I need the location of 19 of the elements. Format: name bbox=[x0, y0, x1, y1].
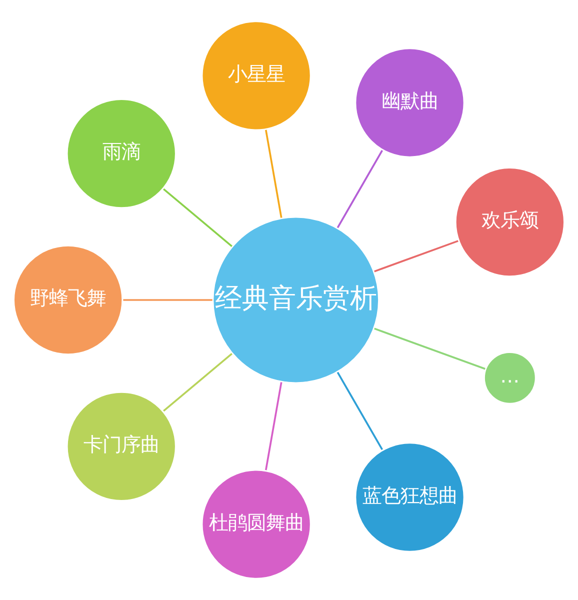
node-circle: 小星星 bbox=[200, 20, 312, 132]
connector bbox=[163, 188, 232, 248]
node-circle: 蓝色狂想曲 bbox=[354, 441, 466, 554]
node-circle: 雨滴 bbox=[65, 98, 178, 210]
connector bbox=[264, 382, 282, 470]
connector bbox=[264, 130, 282, 218]
node-circle: 欢乐颂 bbox=[454, 166, 566, 278]
node-circle: … bbox=[482, 350, 538, 406]
connector bbox=[336, 150, 383, 228]
node-circle: 卡门序曲 bbox=[65, 390, 178, 502]
connector bbox=[374, 328, 486, 370]
connector bbox=[336, 372, 383, 450]
connector bbox=[163, 353, 232, 412]
node-circle: 幽默曲 bbox=[354, 46, 466, 159]
node-circle: 经典音乐赏析 bbox=[211, 215, 380, 385]
connector bbox=[123, 299, 212, 301]
node-circle: 杜鹃圆舞曲 bbox=[200, 468, 312, 580]
connector bbox=[374, 240, 458, 272]
node-circle: 野蜂飞舞 bbox=[12, 244, 124, 356]
